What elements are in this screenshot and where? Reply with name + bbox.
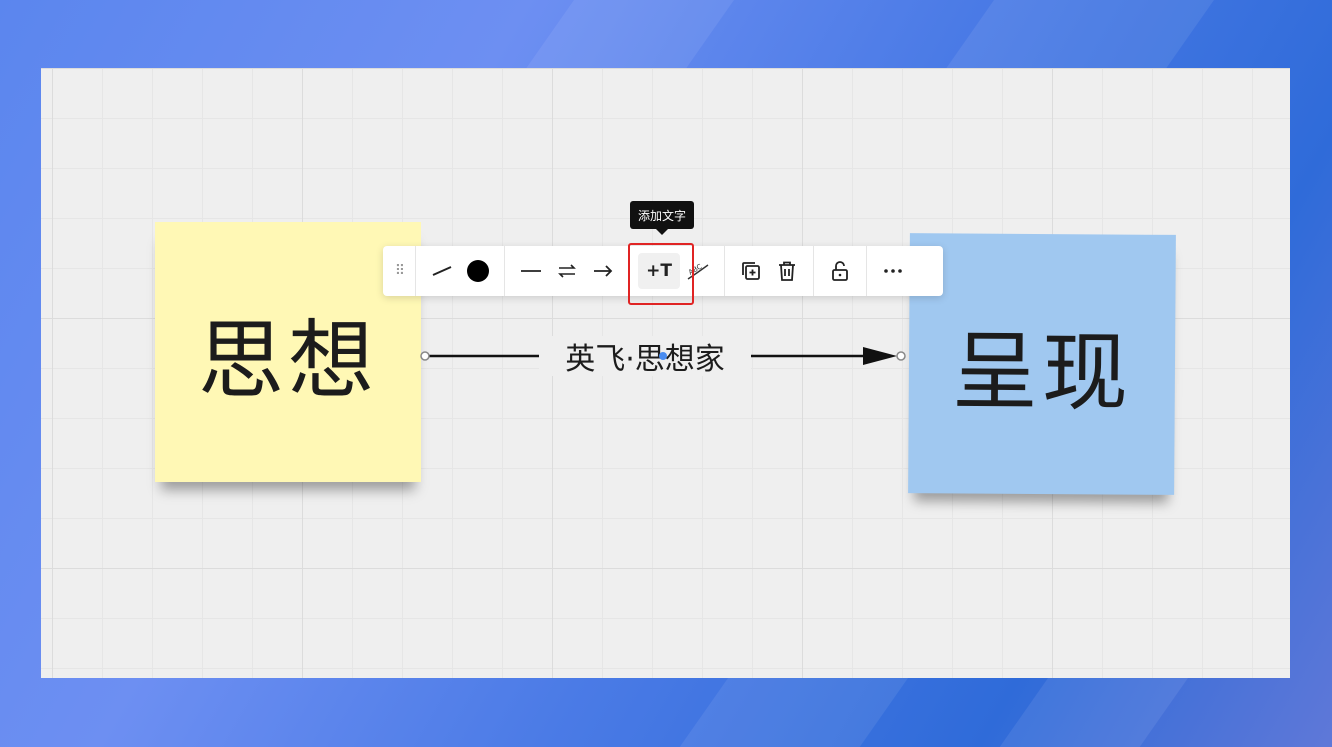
line-style-icon[interactable]: [424, 253, 460, 289]
delete-icon[interactable]: [769, 253, 805, 289]
add-text-icon: +T: [646, 261, 672, 281]
sticky-note-left-text: 思想: [198, 310, 378, 411]
background-streak: [671, 678, 909, 747]
connector-end-handle[interactable]: [896, 351, 906, 361]
duplicate-icon[interactable]: [733, 253, 769, 289]
line-arrow-icon[interactable]: [585, 253, 621, 289]
whiteboard-canvas[interactable]: 思想 呈现 英飞·思想家 ⠿: [41, 68, 1290, 678]
drag-handle-icon[interactable]: ⠿: [394, 263, 405, 279]
connector-toolbar: ⠿ +T ABC: [383, 246, 943, 296]
sticky-note-left[interactable]: 思想: [155, 222, 421, 482]
connector-start-handle[interactable]: [420, 351, 430, 361]
line-bidirectional-icon[interactable]: [549, 253, 585, 289]
line-straight-icon[interactable]: [513, 253, 549, 289]
text-style-icon[interactable]: ABC: [680, 253, 716, 289]
arrowhead-icon: [863, 347, 897, 365]
more-icon[interactable]: [875, 253, 911, 289]
lock-icon[interactable]: [822, 253, 858, 289]
background-streak: [991, 678, 1189, 747]
add-text-tooltip: 添加文字: [630, 201, 694, 235]
selection-dot[interactable]: [659, 352, 667, 360]
connector-label[interactable]: 英飞·思想家: [539, 336, 751, 377]
add-text-button[interactable]: +T: [638, 253, 680, 289]
line-color-icon[interactable]: [460, 253, 496, 289]
